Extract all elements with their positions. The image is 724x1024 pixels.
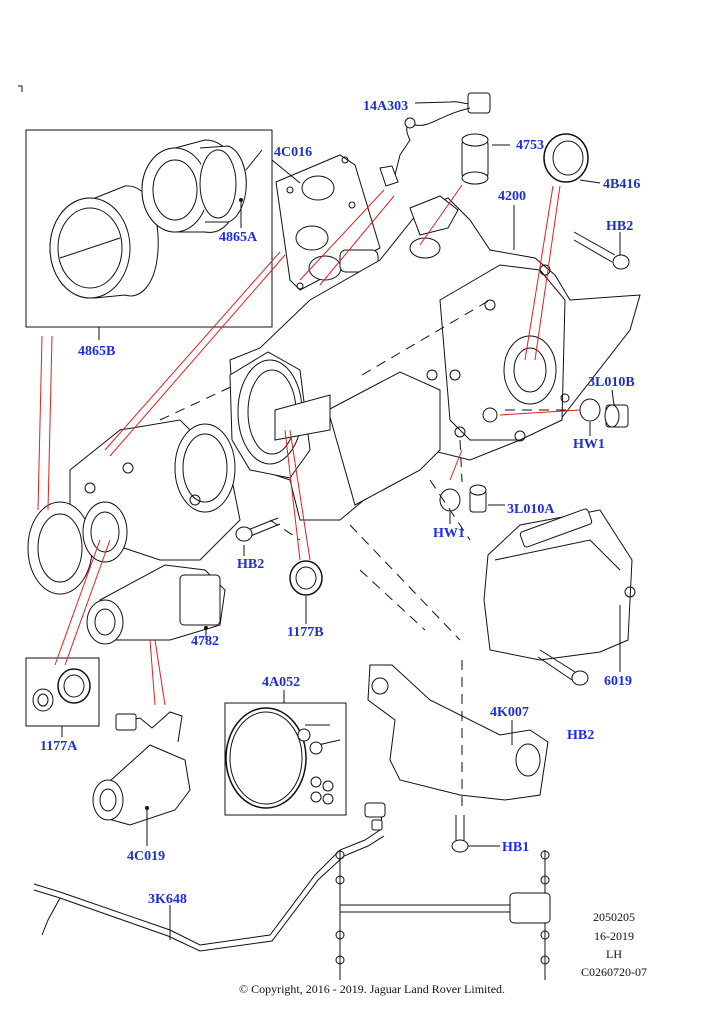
label-4782: 4782	[191, 634, 219, 649]
motor-4782	[86, 564, 226, 645]
bolt-hb2-low	[537, 649, 589, 686]
label-hb1: HB1	[502, 840, 529, 855]
plug-3l010b	[579, 398, 629, 428]
label-4k007: 4K007	[490, 705, 529, 720]
copyright-text: © Copyright, 2016 - 2019. Jaguar Land Ro…	[239, 982, 505, 996]
label-14a303: 14A303	[363, 99, 408, 114]
label-4865a: 4865A	[219, 230, 258, 245]
label-hw1-mid: HW1	[433, 526, 465, 541]
callout-labels: 14A303 4C016 4753 4B416 4200 HB2 4865A 4…	[40, 99, 640, 907]
label-3l010b: 3L010B	[588, 375, 635, 390]
label-4200: 4200	[498, 189, 526, 204]
gasket-kit-box	[224, 702, 347, 816]
label-4865b: 4865B	[78, 344, 115, 359]
plug-3l010a	[439, 484, 487, 513]
label-3k648: 3K648	[148, 892, 187, 907]
meta-code-3: LH	[606, 947, 622, 961]
bolt-hb2-mid	[235, 517, 281, 542]
drawing-metadata: 2050205 16-2019 LH C0260720-07	[581, 910, 647, 979]
shaft-4753	[461, 133, 489, 185]
meta-code-4: C0260720-07	[581, 965, 647, 979]
label-hb2-top: HB2	[606, 219, 633, 234]
label-4b416: 4B416	[603, 177, 640, 192]
valve-body-4c016	[275, 154, 381, 291]
label-hb2-low: HB2	[567, 728, 594, 743]
label-1177a: 1177A	[40, 739, 78, 754]
label-4a052: 4A052	[262, 675, 300, 690]
seal-kit-box	[25, 657, 100, 727]
bolt-hb2-top	[573, 231, 630, 270]
assembly-dashed-lines	[159, 299, 570, 810]
seal-1177b	[289, 560, 323, 596]
meta-code-2: 16-2019	[594, 929, 634, 943]
bearing-kit-box	[25, 129, 273, 328]
red-reference-lines	[37, 184, 581, 706]
speed-sensor-harness	[379, 92, 491, 187]
vehicle-location-diagram	[335, 850, 551, 980]
label-4753: 4753	[516, 138, 544, 153]
actuator-4c019	[92, 711, 191, 846]
control-module-6019	[483, 508, 636, 661]
label-6019: 6019	[604, 674, 632, 689]
label-3l010a: 3L010A	[507, 502, 555, 517]
meta-code-1: 2050205	[593, 910, 635, 924]
seal-4b416	[543, 133, 589, 183]
corner-mark	[18, 85, 23, 92]
leader-lines	[61, 144, 621, 940]
transfer-gear-assembly	[27, 419, 241, 595]
mounting-bracket-4k007	[367, 664, 549, 801]
label-4c019: 4C019	[127, 849, 165, 864]
wiring-harness-3k648	[33, 802, 386, 952]
label-hb2-mid: HB2	[237, 557, 264, 572]
label-1177b: 1177B	[287, 625, 324, 640]
bolt-hb1	[451, 815, 469, 853]
label-hw1-right: HW1	[573, 437, 605, 452]
label-4c016: 4C016	[274, 145, 312, 160]
